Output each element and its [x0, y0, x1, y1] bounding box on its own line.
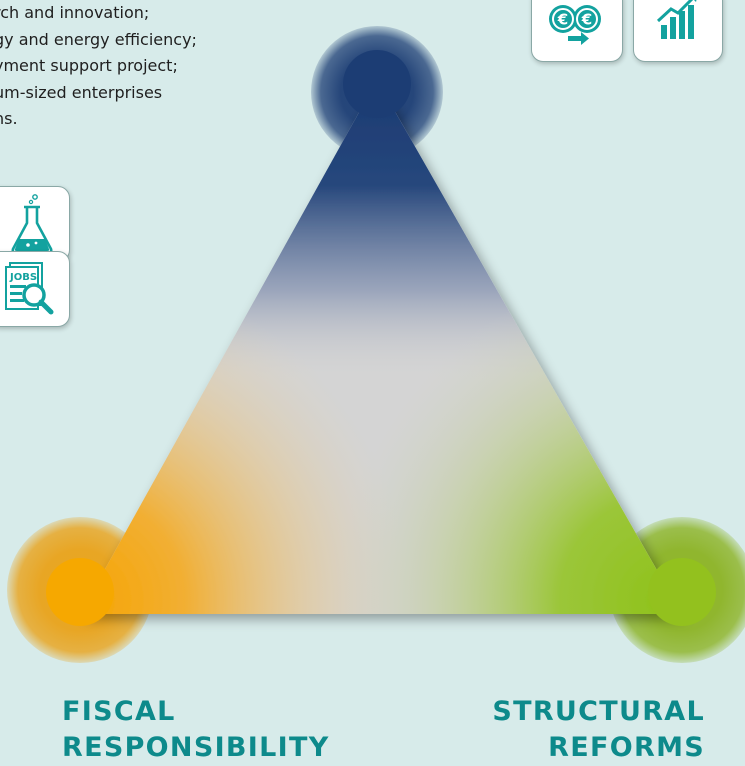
bullet-list: rch and innovation; gy and energy effici…: [0, 0, 290, 133]
jobs-search-icon: JOBS: [0, 251, 70, 327]
bottom-left-vertex-dot: [46, 558, 114, 626]
structural-reforms-label: STRUCTURAL REFORMS: [492, 694, 705, 766]
lab-flask-icon: [0, 186, 70, 262]
bullet-item: um-sized enterprises: [0, 82, 163, 102]
euro-exchange-icon: € €: [531, 0, 623, 62]
structural-label-line1: STRUCTURAL: [492, 696, 705, 727]
bullet-item: yment support project;: [0, 56, 178, 75]
structural-label-line2: REFORMS: [548, 732, 705, 763]
bullet-item: gy and energy efficiency;: [0, 29, 197, 49]
triangle-body: [80, 80, 682, 614]
fiscal-responsibility-label: FISCAL RESPONSIBILITY: [62, 694, 330, 766]
svg-text:€: €: [581, 11, 592, 29]
bottom-right-vertex-dot: [648, 558, 716, 626]
bullet-item: ns.: [0, 109, 18, 128]
top-vertex-dot: [343, 50, 411, 118]
bullet-item: rch and innovation;: [0, 3, 150, 22]
svg-text:€: €: [557, 11, 568, 29]
svg-text:JOBS: JOBS: [9, 272, 37, 283]
growth-chart-icon: [633, 0, 723, 62]
fiscal-label-line2: RESPONSIBILITY: [62, 732, 330, 763]
fiscal-label-line1: FISCAL: [62, 696, 176, 727]
